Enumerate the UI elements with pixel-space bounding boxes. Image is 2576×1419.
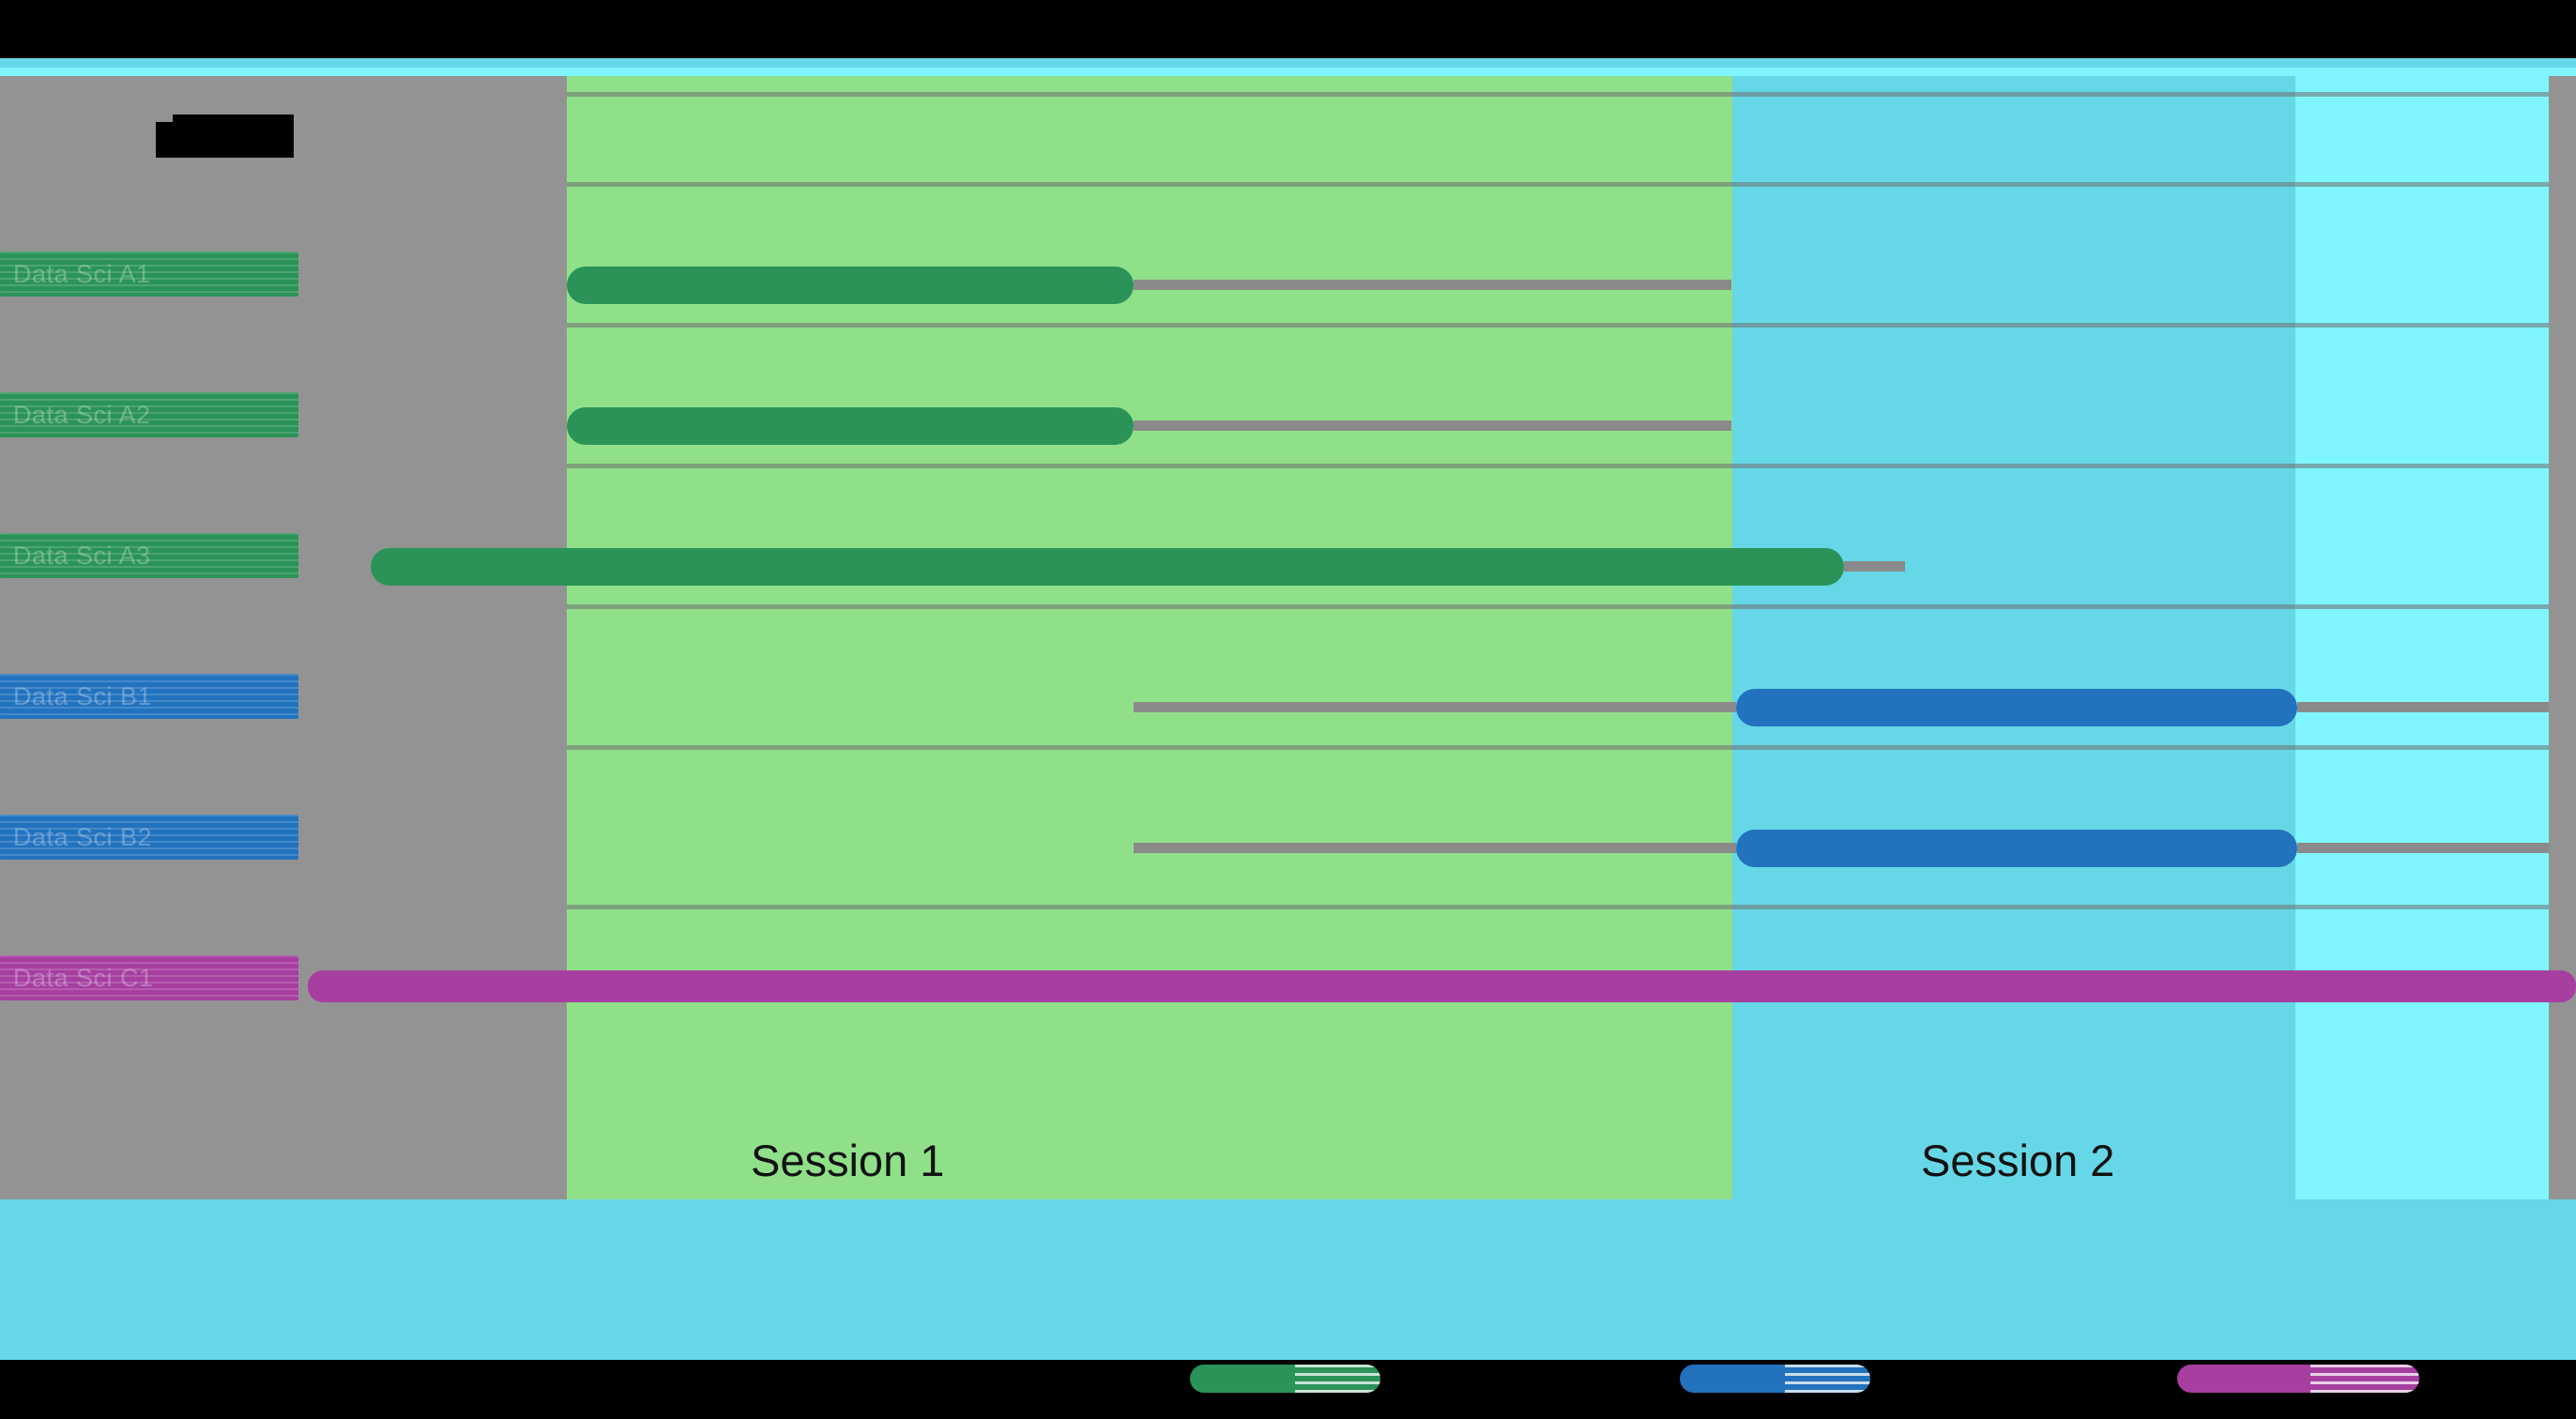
gridline-row-4 [567, 604, 2549, 609]
gridline-top [567, 92, 2549, 97]
task-bar-data-sci-a1[interactable] [567, 267, 1134, 304]
session-1-caption: Session 1 [751, 1136, 945, 1185]
task-rail-a3 [1844, 561, 1905, 572]
top-redaction-bar [0, 0, 2576, 58]
category-label-data-sci-a3[interactable]: Data Sci A3 [0, 533, 298, 578]
legend-glitch-overlay [1784, 1365, 1870, 1393]
category-label-data-sci-a2[interactable]: Data Sci A2 [0, 392, 298, 437]
session-band-2 [1732, 76, 2295, 1199]
category-label-column: Data Sci A1 Data Sci A2 Data Sci A3 Data… [0, 76, 300, 1057]
category-label-text: Data Sci B1 [13, 681, 153, 710]
category-label-data-sci-b1[interactable]: Data Sci B1 [0, 674, 298, 719]
task-rail-b2-lead [1134, 843, 1736, 853]
legend-glitch-overlay [1294, 1365, 1380, 1393]
gridline-row-3 [567, 464, 2549, 468]
top-cyan-rule-secondary [0, 68, 2576, 76]
category-label-text: Data Sci A2 [13, 400, 151, 429]
gridline-row-1 [567, 182, 2549, 187]
chart-title-redaction [156, 114, 294, 158]
plot-area: Session 1 Session 2 [0, 76, 2576, 1199]
task-bar-data-sci-a3[interactable] [371, 548, 1844, 586]
legend-swatch-group-a[interactable] [1190, 1365, 1380, 1393]
title-redaction-notch [156, 114, 173, 122]
task-rail-b1-lead [1134, 702, 1736, 712]
category-label-data-sci-b2[interactable]: Data Sci B2 [0, 815, 298, 860]
category-label-text: Data Sci B2 [13, 822, 153, 851]
session-band-trailing [2295, 76, 2549, 1199]
task-rail-a1 [1134, 280, 1731, 290]
task-bar-data-sci-c1[interactable] [308, 970, 2576, 1002]
category-label-text: Data Sci A1 [13, 259, 151, 288]
session-2-caption: Session 2 [1921, 1136, 2115, 1185]
task-bar-data-sci-b2[interactable] [1736, 830, 2297, 867]
gridline-row-6 [567, 905, 2549, 909]
legend-swatch-group-b[interactable] [1680, 1365, 1870, 1393]
category-label-data-sci-c1[interactable]: Data Sci C1 [0, 955, 298, 1000]
session-band-1 [567, 76, 1732, 1199]
top-cyan-rule-primary [0, 58, 2576, 68]
legend-swatch-group-c[interactable] [2177, 1365, 2419, 1393]
task-rail-b2-trail [2297, 843, 2549, 853]
gridline-row-2 [567, 323, 2549, 328]
legend-glitch-overlay [2309, 1365, 2419, 1393]
task-rail-a2 [1134, 420, 1731, 431]
plot-right-gutter [2549, 76, 2576, 1199]
category-label-text: Data Sci C1 [13, 963, 154, 992]
category-label-text: Data Sci A3 [13, 541, 151, 570]
category-label-data-sci-a1[interactable]: Data Sci A1 [0, 252, 298, 297]
footer-band [0, 1199, 2576, 1371]
gridline-row-5 [567, 745, 2549, 750]
task-rail-b1-trail [2297, 702, 2549, 712]
task-bar-data-sci-b1[interactable] [1736, 689, 2297, 726]
task-bar-data-sci-a2[interactable] [567, 407, 1134, 445]
